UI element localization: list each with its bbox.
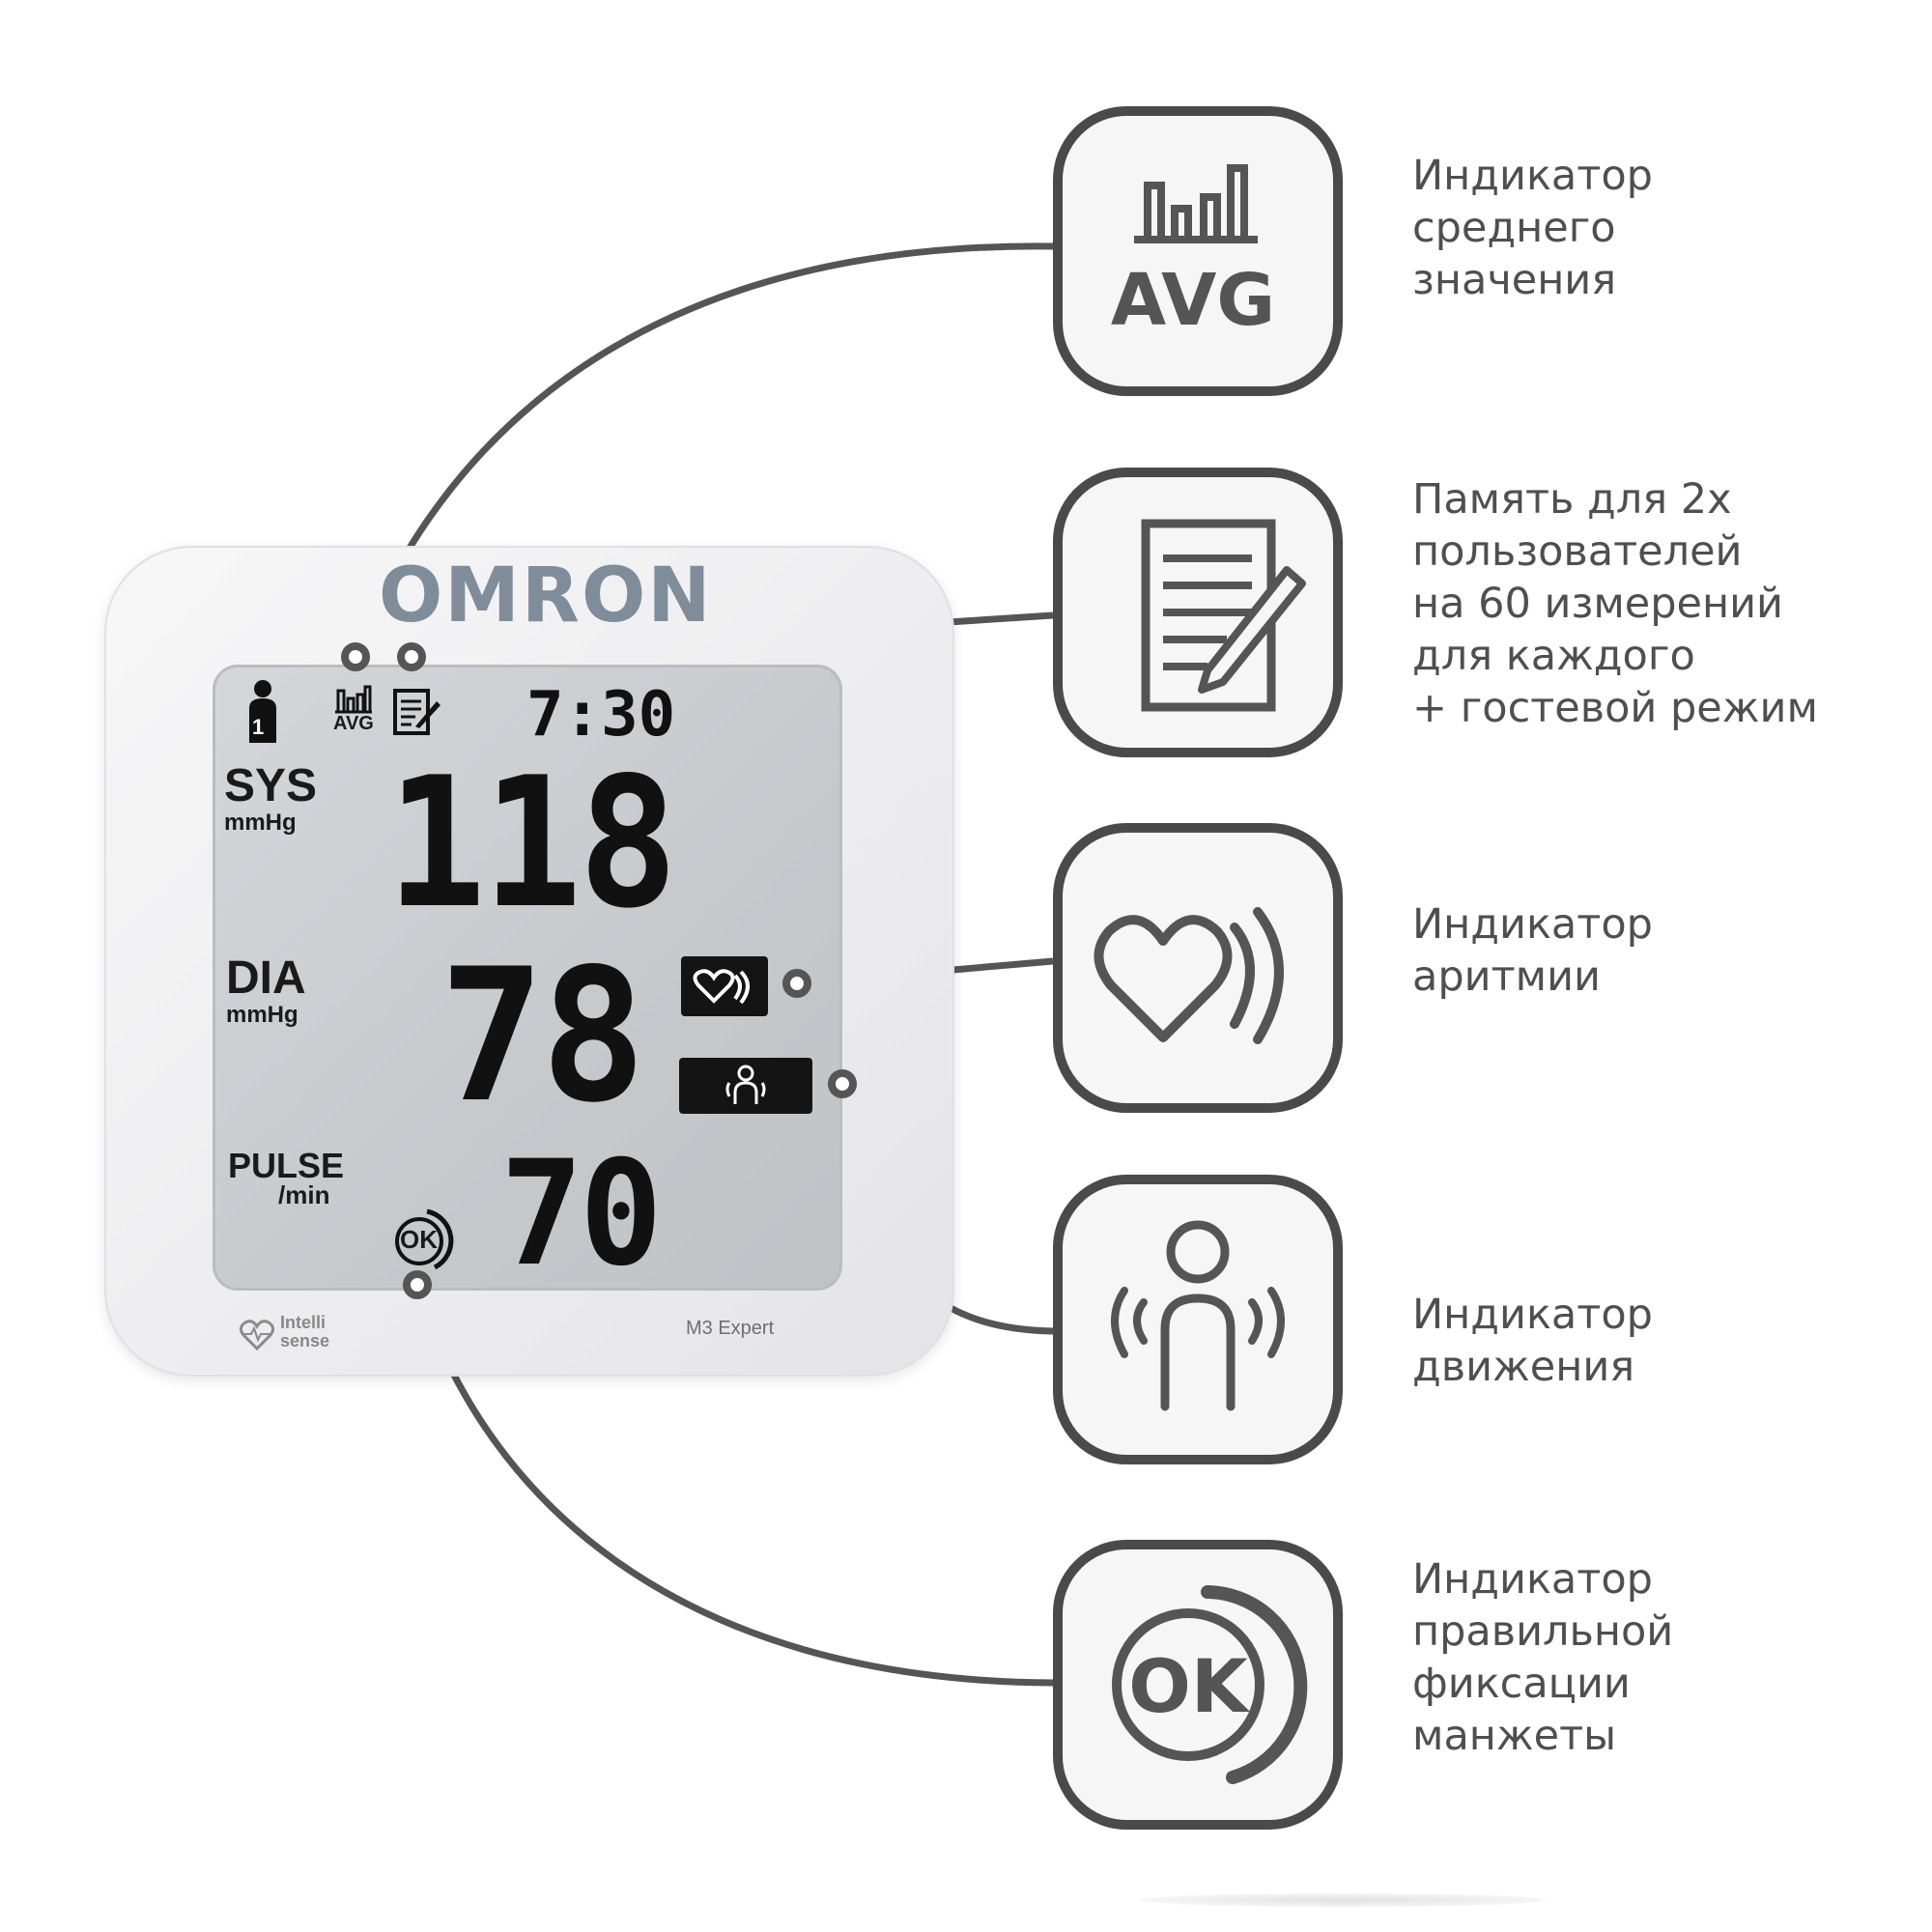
caption-movement: Индикатор движения <box>1412 1289 1915 1393</box>
clock-time: 7:30 <box>526 679 676 751</box>
dia-label: DIA <box>226 952 306 1004</box>
cuff-ok-icon-text: OK <box>1128 1643 1251 1729</box>
avg-icon-text: AVG <box>1111 259 1275 342</box>
pulse-label: PULSE <box>228 1146 345 1185</box>
movement-small-icon <box>725 1065 766 1104</box>
caption-memory-line: для каждого <box>1412 632 1695 680</box>
caption-memory: Память для 2х пользователей на 60 измере… <box>1412 473 1915 734</box>
brand-logo: OMRON <box>379 553 713 639</box>
cuff-ok-small-icon <box>395 1208 454 1270</box>
body-movement-icon <box>1111 1220 1285 1411</box>
memory-notepad-icon <box>1141 519 1306 712</box>
caption-cuff-ok: Индикатор правильной фиксации манжеты <box>1412 1553 1915 1762</box>
caption-memory-line: пользователей <box>1412 527 1743 576</box>
movement-indicator <box>679 1058 812 1114</box>
caption-memory-line: + гостевой режим <box>1412 684 1818 732</box>
arrhythmia-heart-icon <box>1094 907 1284 1044</box>
caption-movement-line: Индикатор <box>1412 1291 1653 1339</box>
bottom-shadow <box>1140 1893 1546 1907</box>
caption-avg-line: среднего <box>1412 204 1616 252</box>
sys-unit: mmHg <box>224 810 297 836</box>
model-label: M3 Expert <box>686 1318 775 1339</box>
caption-cuff-ok-line: Индикатор <box>1412 1555 1653 1604</box>
caption-arrhythmia-line: аритмии <box>1412 952 1601 1001</box>
caption-memory-line: Память для 2х <box>1412 475 1732 524</box>
callout-memory-box <box>1053 468 1343 757</box>
caption-arrhythmia-line: Индикатор <box>1412 900 1653 949</box>
sys-value: 118 <box>386 738 678 948</box>
avg-icon: AVG <box>1111 164 1275 342</box>
arrhythmia-small-icon <box>693 969 750 1005</box>
cuff-ok-icon: OK <box>1112 1585 1308 1784</box>
intellisense-line1: Intelli <box>280 1313 327 1332</box>
callout-movement-box <box>1053 1175 1343 1464</box>
caption-cuff-ok-line: фиксации <box>1412 1660 1631 1708</box>
dia-value: 78 <box>440 929 646 1143</box>
intellisense-logo: Intelli sense <box>280 1314 329 1350</box>
callout-cuff-ok-box: OK <box>1053 1540 1343 1830</box>
ok-small-label: OK <box>400 1225 438 1254</box>
caption-movement-line: движения <box>1412 1343 1635 1391</box>
caption-avg: Индикатор среднего значения <box>1412 150 1915 306</box>
pulse-value: 70 <box>500 1130 663 1298</box>
pulse-unit: /min <box>278 1180 330 1209</box>
callout-avg-box: AVG <box>1053 106 1343 396</box>
intellisense-heart-icon <box>239 1320 275 1351</box>
caption-cuff-ok-line: правильной <box>1412 1607 1674 1656</box>
user-number: 1 <box>252 715 265 739</box>
callout-arrhythmia-box <box>1053 823 1343 1113</box>
caption-cuff-ok-line: манжеты <box>1412 1712 1617 1760</box>
user-icon <box>249 680 276 743</box>
arrhythmia-indicator <box>681 956 768 1016</box>
memory-notepad-small-icon <box>393 689 440 735</box>
avg-bars-icon <box>335 685 372 714</box>
intellisense-line2: sense <box>280 1331 330 1350</box>
caption-avg-line: значения <box>1412 256 1617 304</box>
caption-avg-line: Индикатор <box>1412 152 1653 200</box>
caption-arrhythmia: Индикатор аритмии <box>1412 898 1915 1003</box>
sys-label: SYS <box>224 760 318 811</box>
dia-unit: mmHg <box>226 1002 298 1028</box>
avg-label: AVG <box>333 713 374 734</box>
caption-memory-line: на 60 измерений <box>1412 580 1783 628</box>
